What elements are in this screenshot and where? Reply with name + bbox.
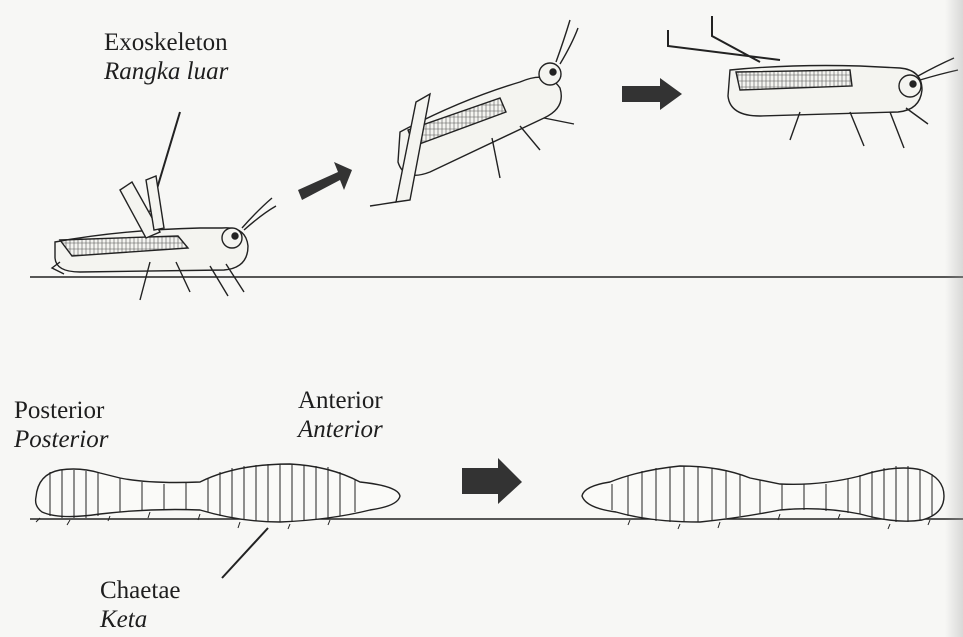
grasshopper-icon	[52, 176, 276, 300]
chaetae-label-en: Chaetae	[100, 576, 181, 605]
grasshopper-icon	[370, 20, 578, 206]
chaetae-label-ms: Keta	[100, 605, 181, 634]
posterior-label-en: Posterior	[14, 396, 108, 425]
chaetae-label: Chaetae Keta	[100, 576, 181, 634]
anterior-label-en: Anterior	[298, 386, 383, 415]
exoskeleton-label-ms: Rangka luar	[104, 57, 228, 86]
page-edge-shadow	[945, 0, 963, 637]
posterior-label: Posterior Posterior	[14, 396, 108, 454]
exoskeleton-label-en: Exoskeleton	[104, 28, 228, 57]
anterior-label: Anterior Anterior	[298, 386, 383, 444]
exoskeleton-label: Exoskeleton Rangka luar	[104, 28, 228, 86]
arrow-icon	[298, 162, 352, 200]
posterior-label-ms: Posterior	[14, 425, 108, 454]
grasshopper-icon	[668, 16, 958, 148]
anterior-label-ms: Anterior	[298, 415, 383, 444]
arrow-icon	[462, 458, 522, 504]
arrow-icon	[622, 78, 682, 110]
chaetae-pointer	[222, 528, 268, 578]
